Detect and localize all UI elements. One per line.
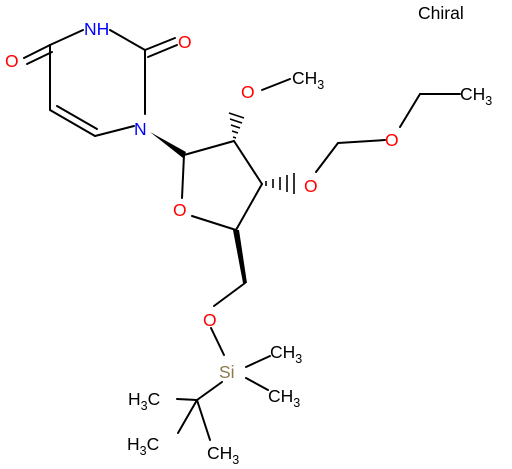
mom-outer-oxygen-atom: O <box>385 130 399 150</box>
bond-c2-c3prime <box>233 140 263 185</box>
hash-c3prime-omom <box>265 173 295 194</box>
mom-inner-oxygen-atom: O <box>304 176 318 196</box>
chiral-label: Chiral <box>418 3 464 23</box>
bond-si-ch3top <box>245 355 271 368</box>
bond-ch2-oouter <box>337 139 386 144</box>
oxygen-atom: O <box>178 32 192 52</box>
bond-c5-c6 <box>49 109 96 137</box>
bond-c5-osilyl <box>213 282 246 307</box>
ring-oxygen-atom: O <box>173 200 187 220</box>
n1-nitrogen-atom: N <box>134 119 147 139</box>
bond-c5-c6-double <box>56 105 98 130</box>
si-methyl-bottom-label: CH3 <box>268 386 300 410</box>
methoxy-methyl-label: CH3 <box>292 68 324 92</box>
hash-c2prime-omethoxy <box>228 112 245 139</box>
bond-omom-ch2 <box>315 142 339 173</box>
wedge-c4prime-c5prime <box>233 230 247 283</box>
tbu-methyl-right-label: CH3 <box>207 443 239 467</box>
bond-si-ch3bottom <box>245 377 269 391</box>
oxygen-atom: O <box>5 51 19 71</box>
bond-c4-c3prime <box>235 183 263 231</box>
bond-omethoxy-ch3 <box>261 78 291 91</box>
bond-cquat-ch3bottom <box>177 399 198 434</box>
bond-c4-n3 <box>49 29 84 46</box>
bond-c1-c2prime <box>183 140 235 156</box>
bond-c6-n1 <box>94 125 135 137</box>
bond-c1-oring <box>181 154 185 199</box>
bond-n3-c2 <box>109 29 146 51</box>
ethyl-methyl-label: CH3 <box>460 84 492 108</box>
bond-c4-o-double <box>26 51 53 65</box>
bond-cquat-ch3right <box>196 399 211 441</box>
bond-c2-o <box>144 37 176 51</box>
bonds <box>23 29 461 441</box>
bond-cquat-ch3left <box>176 398 198 401</box>
bond-oring-c4prime <box>191 215 237 231</box>
bond-c4-o <box>23 44 51 59</box>
silicon-atom: Si <box>219 362 235 382</box>
wedge-n1-c1prime <box>150 132 186 158</box>
bond-si-cquat <box>196 381 223 401</box>
tbu-methyl-bottom-label: H3C <box>127 434 159 458</box>
bond-oouter-ch2 <box>399 93 421 128</box>
methoxy-oxygen-atom: O <box>241 82 255 102</box>
tbu-methyl-left-label: H3C <box>128 389 160 413</box>
si-methyl-top-label: CH3 <box>270 342 302 366</box>
nh-nitrogen-atom: NH <box>84 19 109 39</box>
bond-osilyl-si <box>210 327 225 356</box>
atom-labels: O NH O N O CH3 O O CH3 O O Si CH3 CH3 H3… <box>5 3 492 467</box>
silyl-oxygen-atom: O <box>203 310 217 330</box>
bond-c2-o-double <box>147 44 178 58</box>
